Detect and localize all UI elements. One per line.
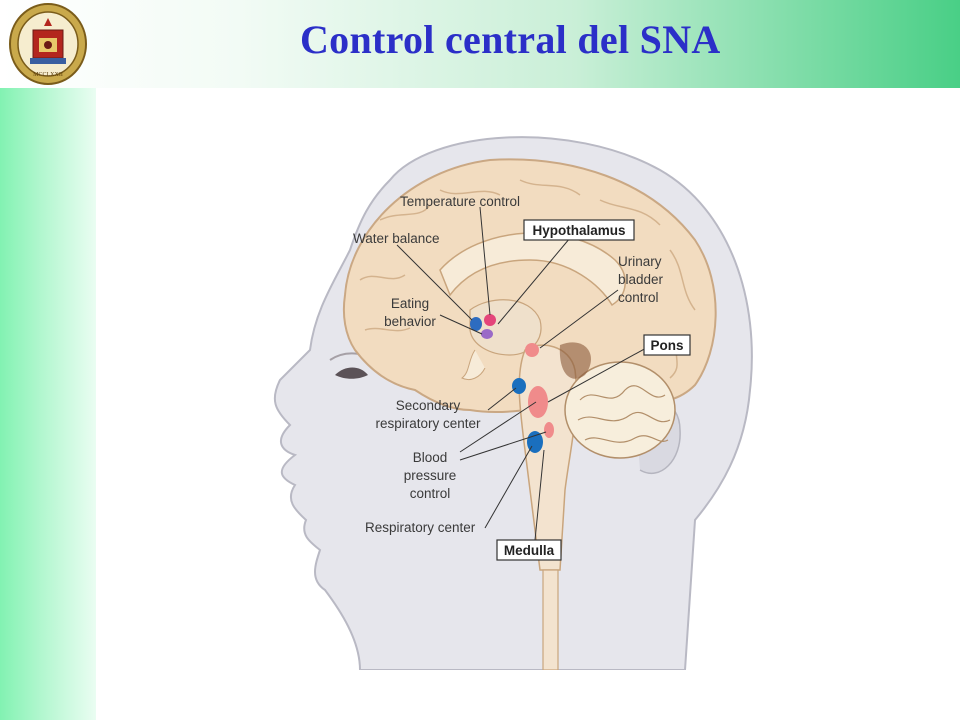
label-secondary-2: respiratory center [375, 416, 481, 431]
cerebellum [564, 361, 676, 459]
label-secondary-1: Secondary [396, 398, 461, 413]
thalamus [469, 299, 542, 356]
label-blood-1: Blood [413, 450, 448, 465]
label-temperature-control: Temperature control [400, 194, 520, 209]
slide-sidebar-gradient [0, 88, 96, 720]
label-water-balance: Water balance [353, 231, 440, 246]
urinary-bladder-center [525, 343, 539, 357]
secondary-respiratory-center [512, 378, 526, 394]
label-box-hypothalamus: Hypothalamus [523, 219, 635, 241]
eye [335, 367, 368, 379]
svg-text:Hypothalamus: Hypothalamus [532, 223, 625, 238]
svg-text:Pons: Pons [650, 338, 683, 353]
label-box-pons: Pons [643, 334, 691, 356]
svg-text:Medulla: Medulla [504, 543, 555, 558]
label-box-medulla: Medulla [496, 539, 562, 561]
brain-autonomic-centers-diagram: Temperature control Hypothalamus Water b… [273, 136, 753, 670]
university-seal-logo: MCCLXXII [9, 3, 87, 85]
svg-text:MCCLXXII: MCCLXXII [33, 72, 63, 78]
blood-pressure-center [544, 422, 554, 438]
label-urinary-1: Urinary [618, 254, 662, 269]
slide-header [0, 0, 960, 88]
label-urinary-2: bladder [618, 272, 664, 287]
label-blood-3: control [410, 486, 451, 501]
slide-title: Control central del SNA [300, 17, 721, 62]
label-urinary-3: control [618, 290, 659, 305]
label-blood-2: pressure [404, 468, 457, 483]
label-eating-behavior-2: behavior [384, 314, 436, 329]
label-eating-behavior-1: Eating [391, 296, 429, 311]
pons-center [528, 386, 548, 418]
temperature-center [484, 314, 496, 326]
eating-center [481, 329, 493, 339]
label-respiratory-center: Respiratory center [365, 520, 476, 535]
water-balance-center [470, 317, 482, 331]
